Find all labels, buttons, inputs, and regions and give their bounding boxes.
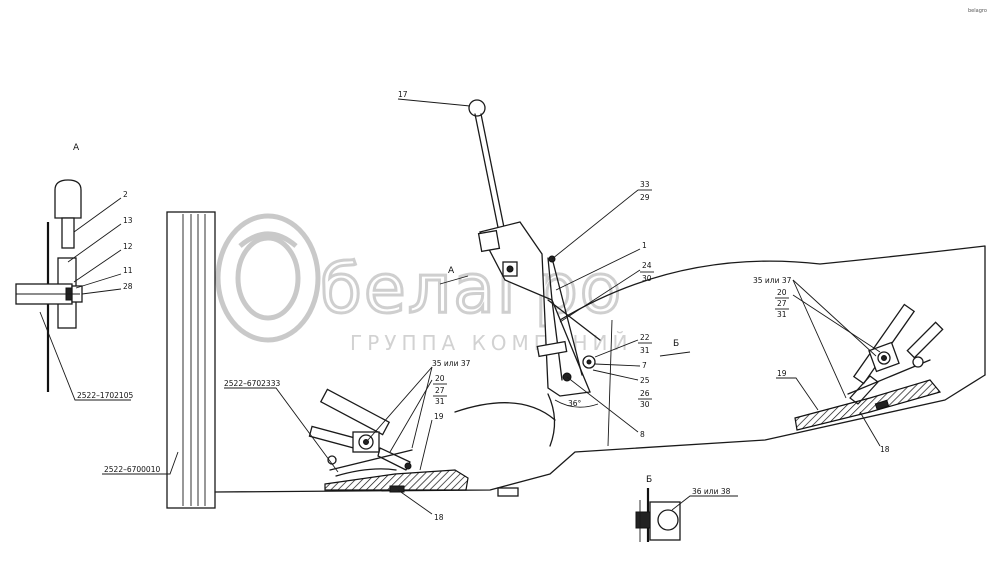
- watermark: белагро ГРУППА КОМПАНИЙ belagro: [215, 8, 987, 355]
- part-number-2522-6700010: 2522–6700010: [104, 465, 160, 474]
- corner-brand-mark: belagro: [968, 8, 987, 14]
- central-callouts: 17 33 29 1 24 30 22 31 7 25 26 30 8: [397, 90, 654, 439]
- right-callout-18: 18: [880, 445, 890, 454]
- left-callout-20: 20: [435, 374, 445, 383]
- callout-24: 24: [642, 261, 652, 270]
- right-callout-19: 19: [777, 369, 787, 378]
- view-a-arrow-label: А: [448, 266, 455, 276]
- callout-29: 29: [640, 193, 650, 202]
- view-b-callout-36-or-38: 36 или 38: [692, 487, 731, 496]
- right-floor-pad: [794, 379, 942, 431]
- part-number-2522-6702333: 2522–6702333: [224, 379, 280, 388]
- callout-30-top: 30: [642, 274, 652, 283]
- left-floor-pad: [324, 469, 469, 491]
- callout-22: 22: [640, 333, 650, 342]
- callout-26: 26: [640, 389, 650, 398]
- callout-17: 17: [398, 90, 408, 99]
- view-a-label: А: [73, 143, 80, 153]
- left-callout-19: 19: [434, 412, 444, 421]
- callout-28: 28: [123, 282, 133, 291]
- view-b-detail: Б 36 или 38: [635, 475, 738, 542]
- callout-8: 8: [640, 430, 645, 439]
- column-assembly: 2522–6700010: [102, 211, 216, 509]
- watermark-logo-icon: [215, 213, 321, 343]
- left-callout-31: 31: [435, 397, 445, 406]
- right-callout-27: 27: [777, 299, 787, 308]
- floor-bracket: [497, 487, 519, 497]
- left-pedal-plate: [319, 388, 391, 436]
- watermark-subtitle: ГРУППА КОМПАНИЙ: [350, 331, 632, 355]
- left-callout-27: 27: [435, 386, 445, 395]
- callout-12: 12: [123, 242, 133, 251]
- lever-knob-icon: [468, 99, 486, 117]
- angle-label: 36°: [568, 399, 582, 408]
- callout-30-bottom: 30: [640, 400, 650, 409]
- callout-1: 1: [642, 241, 647, 250]
- callout-25: 25: [640, 376, 650, 385]
- right-pedal-assembly: 35 или 37 20 27 31 19 18: [753, 276, 944, 454]
- cab-floor-outline: [214, 245, 986, 497]
- switch-icon: [657, 509, 679, 531]
- callout-33: 33: [640, 180, 650, 189]
- view-a-detail: А 2 13 12 11 28 2522–1702105: [15, 143, 133, 401]
- left-pedal-assembly: 35 или 37 20 27 31 19 18 2522–6702333: [224, 359, 471, 522]
- right-callout-31: 31: [777, 310, 787, 319]
- left-callout-35-or-37: 35 или 37: [432, 359, 471, 368]
- view-b-arrow-label: Б: [673, 339, 679, 349]
- part-number-2522-1702105: 2522–1702105: [77, 391, 133, 400]
- callout-11: 11: [123, 266, 133, 275]
- view-a-rod: [61, 217, 75, 249]
- right-callout-35-or-37: 35 или 37: [753, 276, 792, 285]
- callout-31-center: 31: [640, 346, 650, 355]
- callout-2: 2: [123, 190, 128, 199]
- central-lever-assembly: 36° А Б: [439, 99, 691, 408]
- view-b-label: Б: [646, 475, 652, 485]
- right-callout-20: 20: [777, 288, 787, 297]
- knob-icon: [54, 179, 82, 219]
- callout-13: 13: [123, 216, 133, 225]
- left-callout-18: 18: [434, 513, 444, 522]
- callout-7: 7: [642, 361, 647, 370]
- watermark-brand: белагро: [320, 250, 623, 329]
